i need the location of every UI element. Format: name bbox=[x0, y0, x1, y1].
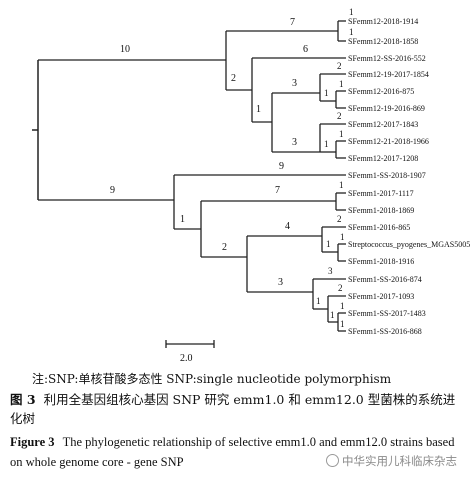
branch-label: 2 bbox=[338, 283, 343, 293]
caption-english-text: The phylogenetic relationship of selecti… bbox=[10, 435, 455, 469]
journal-watermark: 中华实用儿科临床杂志 bbox=[326, 453, 457, 469]
leaf-label: SFemm12-SS-2016-552 bbox=[348, 54, 426, 63]
leaf-label: Streptococcus_pyogenes_MGAS5005 bbox=[348, 240, 470, 249]
branch-label: 1 bbox=[339, 79, 344, 89]
leaf-label: SFemm1-2016-865 bbox=[348, 223, 410, 232]
leaf-label: SFemm12-21-2018-1966 bbox=[348, 137, 429, 146]
branch-label: 1 bbox=[349, 27, 354, 37]
leaf-label: SFemm1-2018-1916 bbox=[348, 257, 414, 266]
branch-label: 9 bbox=[110, 185, 115, 196]
branch-label: 1 bbox=[340, 232, 345, 242]
caption-english-label: Figure 3 bbox=[10, 435, 55, 449]
branch-label: 1 bbox=[326, 239, 331, 249]
branch-label: 1 bbox=[339, 180, 344, 190]
branch-label: 1 bbox=[256, 104, 261, 115]
leaf-label: SFemm12-2018-1914 bbox=[348, 17, 418, 26]
branch-label: 2 bbox=[337, 111, 342, 121]
watermark-text: 中华实用儿科临床杂志 bbox=[342, 454, 457, 468]
leaf-label: SFemm1-SS-2017-1483 bbox=[348, 309, 426, 318]
leaf-label: SFemm12-2017-1208 bbox=[348, 154, 418, 163]
leaf-label: SFemm1-SS-2016-874 bbox=[348, 275, 422, 284]
branch-label: 6 bbox=[303, 44, 308, 55]
caption-chinese-label: 图 3 bbox=[10, 392, 36, 407]
branch-label: 1 bbox=[330, 310, 335, 320]
leaf-label: SFemm12-2016-875 bbox=[348, 87, 414, 96]
branch-label: 7 bbox=[275, 185, 280, 196]
branch-label: 7 bbox=[290, 17, 295, 28]
branch-label: 2 bbox=[337, 61, 342, 71]
branch-label: 1 bbox=[340, 301, 345, 311]
branch-label: 1 bbox=[316, 296, 321, 306]
leaf-label: SFemm1-SS-2016-868 bbox=[348, 327, 422, 336]
leaf-label: SFemm12-19-2016-869 bbox=[348, 104, 425, 113]
branch-label: 4 bbox=[285, 221, 290, 232]
branch-label: 2 bbox=[337, 214, 342, 224]
branch-label: 1 bbox=[324, 139, 329, 149]
leaf-label: SFemm1-2018-1869 bbox=[348, 206, 414, 215]
phylogenetic-tree: 10 7 1 1 SFemm12-2018-1914 SFemm12-2018-… bbox=[32, 7, 470, 364]
branch-label: 2 bbox=[222, 242, 227, 253]
branch-label: 1 bbox=[324, 88, 329, 98]
figure-note: 注:SNP:单核苷酸多态性 SNP:single nucleotide poly… bbox=[32, 372, 392, 386]
branch-label: 2 bbox=[231, 73, 236, 84]
branch-label: 9 bbox=[279, 161, 284, 172]
branch-label: 3 bbox=[278, 277, 283, 288]
leaf-label: SFemm1-2017-1117 bbox=[348, 189, 414, 198]
leaf-label: SFemm1-2017-1093 bbox=[348, 292, 414, 301]
branch-label: 1 bbox=[340, 319, 345, 329]
leaf-label: SFemm12-2018-1858 bbox=[348, 37, 418, 46]
branch-label: 1 bbox=[339, 129, 344, 139]
caption-chinese-text: 利用全基因组核心基因 SNP 研究 emm1.0 和 emm12.0 型菌株的系… bbox=[10, 392, 456, 426]
scale-bar-label: 2.0 bbox=[180, 353, 193, 364]
wechat-icon bbox=[326, 454, 339, 467]
branch-label: 1 bbox=[180, 214, 185, 225]
leaf-label: SFemm12-2017-1843 bbox=[348, 120, 418, 129]
branch-label: 3 bbox=[292, 78, 297, 89]
branch-label: 3 bbox=[328, 266, 333, 276]
leaf-label: SFemm12-19-2017-1854 bbox=[348, 70, 429, 79]
leaf-label: SFemm1-SS-2018-1907 bbox=[348, 171, 426, 180]
branch-label: 10 bbox=[120, 44, 130, 55]
branch-label: 3 bbox=[292, 137, 297, 148]
branch-label: 1 bbox=[349, 7, 354, 17]
